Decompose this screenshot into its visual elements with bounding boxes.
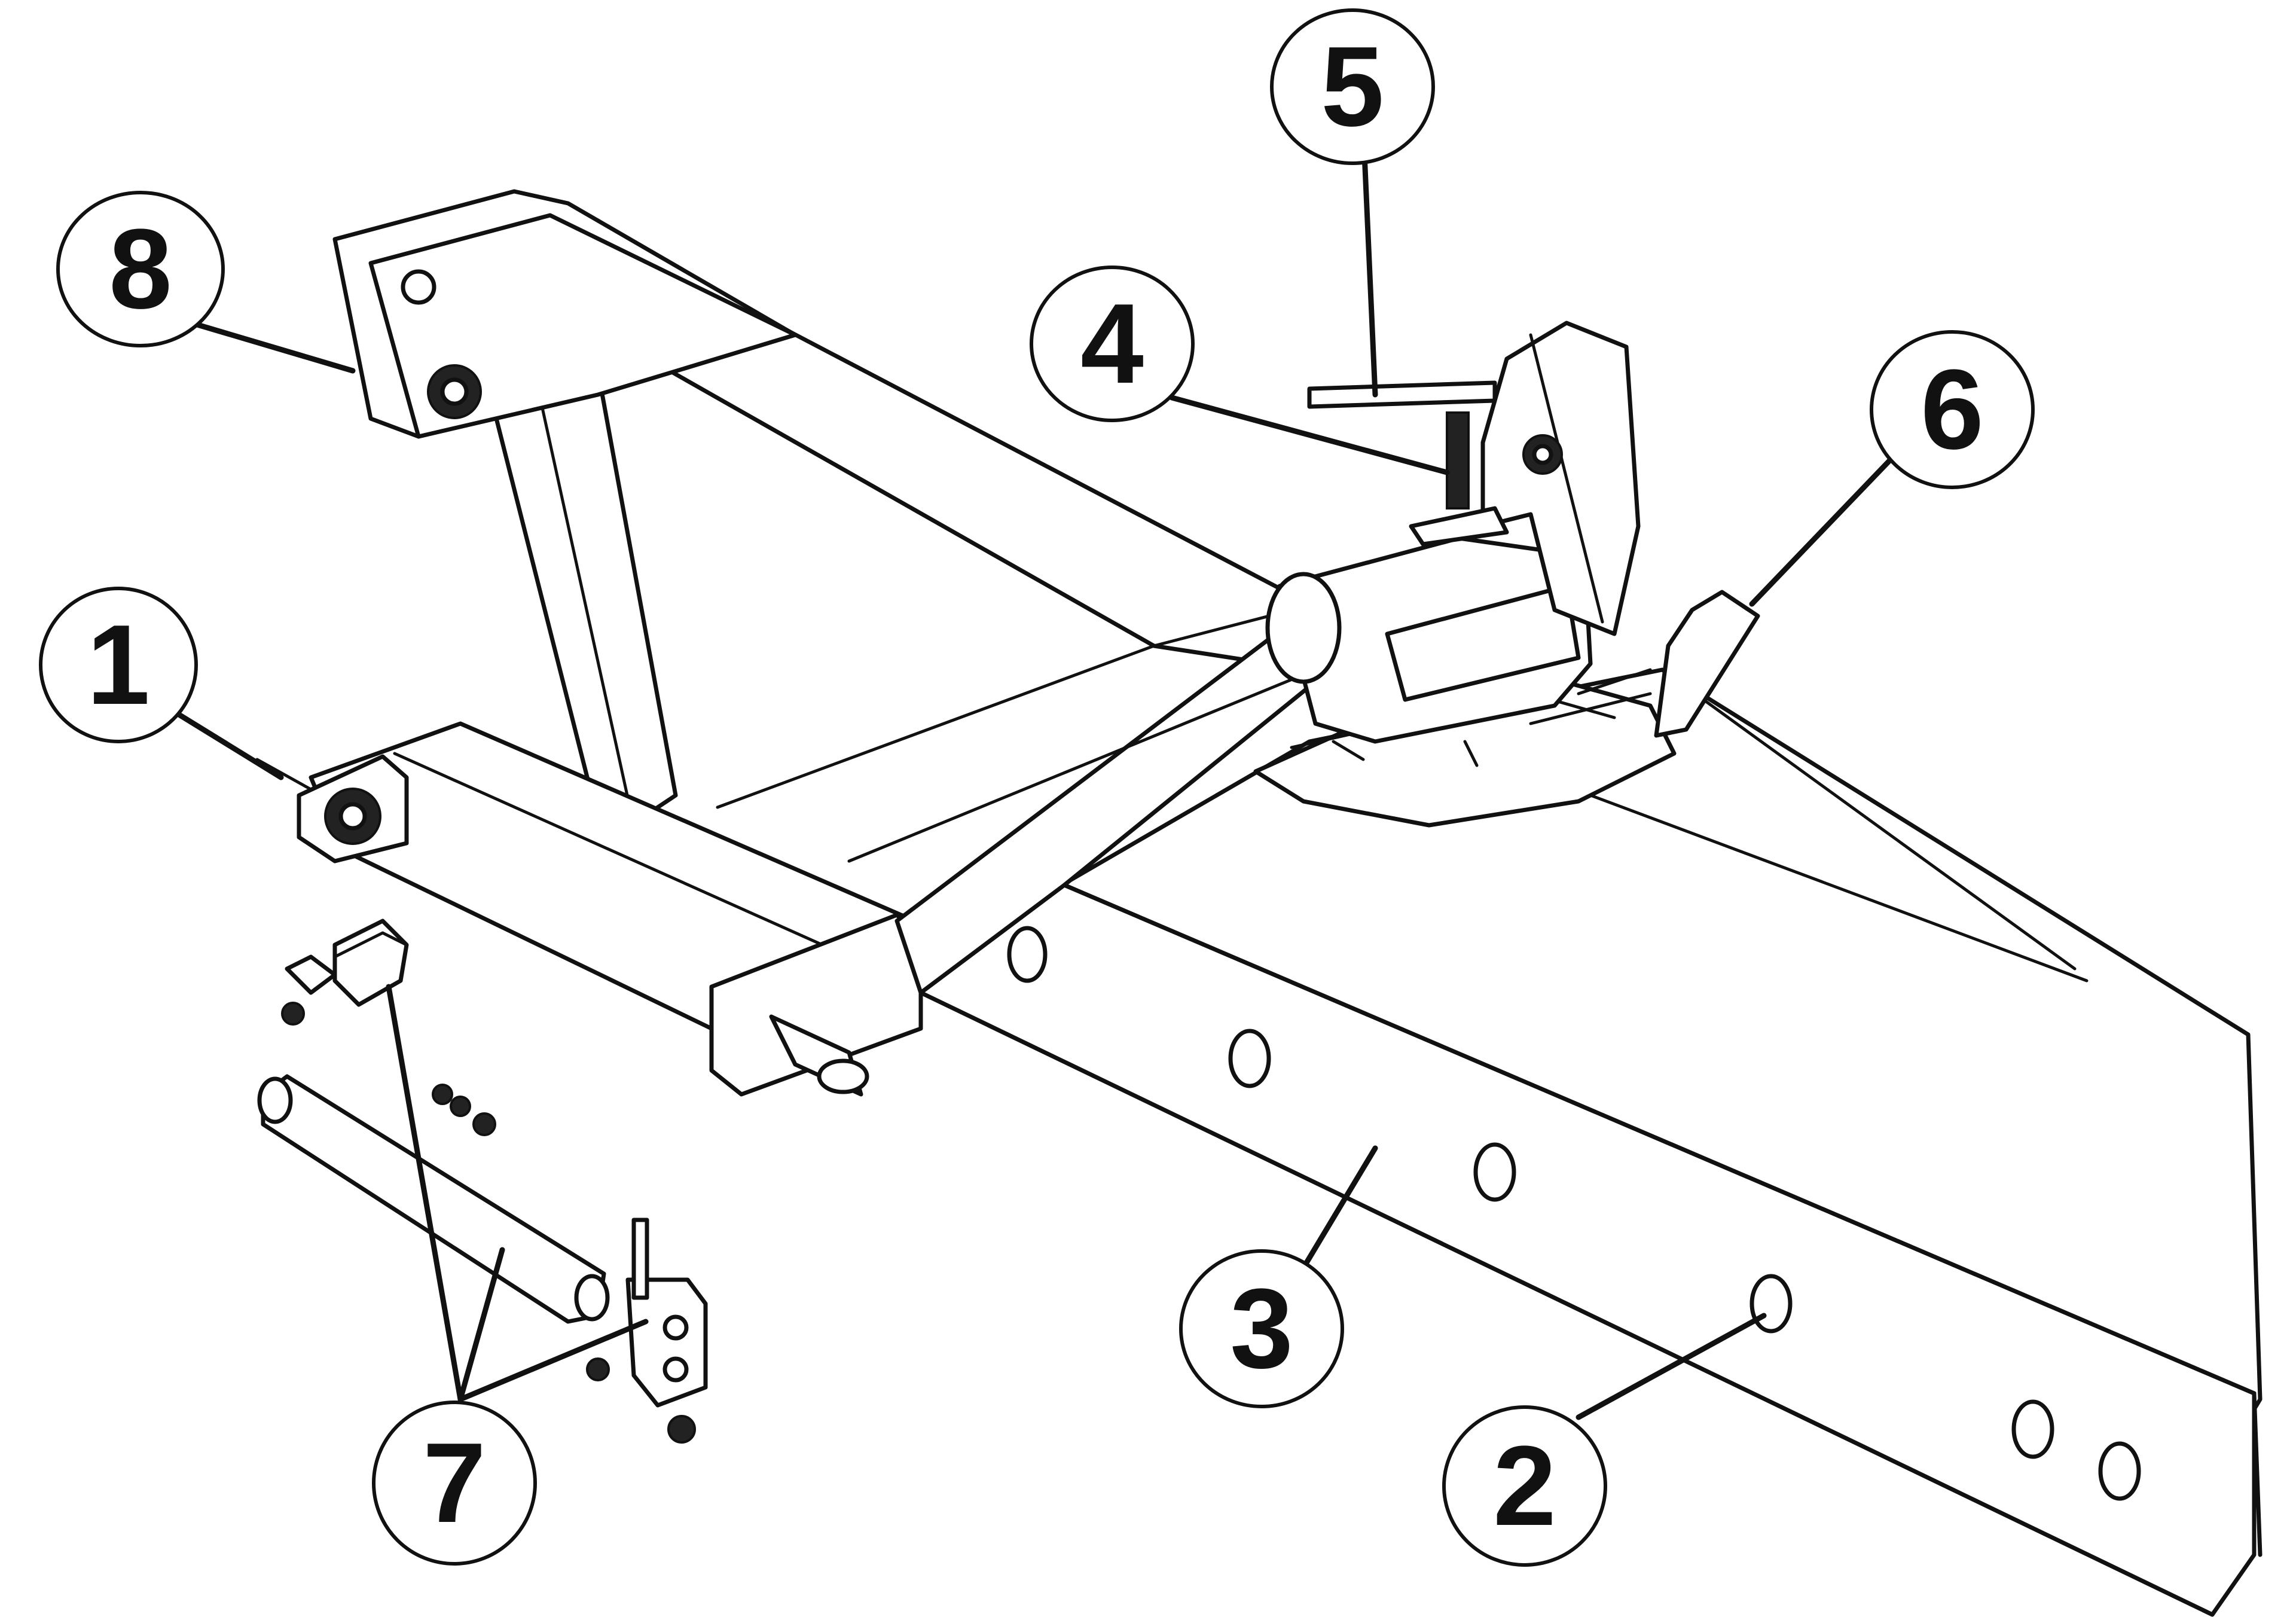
- callout-8: 8: [56, 191, 225, 347]
- callout-6-label: 6: [1921, 346, 1984, 473]
- spring-pin: [1446, 411, 1470, 509]
- blade-hole: [1750, 1274, 1793, 1334]
- leader-lines: [161, 151, 1898, 1420]
- leader-2: [1576, 1313, 1767, 1420]
- callout-3: 3: [1179, 1249, 1344, 1408]
- leader-8: [188, 320, 356, 374]
- callout-7: 7: [372, 1401, 537, 1566]
- leader-7c: [457, 1319, 649, 1402]
- leader-1-pin: [255, 758, 313, 791]
- callout-4: 4: [1030, 266, 1195, 422]
- callout-7-label: 7: [423, 1420, 486, 1546]
- blade-hole: [1007, 926, 1048, 983]
- skid-shoe: [1654, 590, 1760, 738]
- leader-7a: [386, 984, 463, 1402]
- a-frame: [297, 189, 1318, 1097]
- callout-2-label: 2: [1493, 1423, 1556, 1549]
- leader-5: [1361, 151, 1378, 398]
- leader-7b: [457, 1247, 505, 1402]
- blade: [894, 667, 2263, 1617]
- callout-8-label: 8: [109, 206, 172, 332]
- callout-1-label: 1: [87, 602, 150, 728]
- callout-5: 5: [1270, 8, 1435, 165]
- leader-1: [161, 703, 284, 780]
- callout-5-label: 5: [1321, 23, 1384, 150]
- hardware-kit: [257, 919, 708, 1444]
- callout-3-label: 3: [1230, 1265, 1293, 1392]
- leader-6: [1749, 451, 1898, 607]
- callout-1: 1: [39, 587, 198, 743]
- callout-2: 2: [1442, 1405, 1607, 1567]
- blade-hole: [1473, 1142, 1516, 1202]
- pivot-assembly: [1253, 321, 1677, 828]
- blade-hole: [2011, 1399, 2054, 1459]
- leader-4: [1169, 395, 1450, 475]
- blade-hole: [1228, 1029, 1271, 1088]
- callout-4-label: 4: [1080, 280, 1144, 407]
- leader-3: [1300, 1145, 1378, 1271]
- top-pin-hole: [401, 269, 436, 305]
- blade-hole: [2098, 1441, 2141, 1501]
- callout-6: 6: [1870, 330, 2035, 489]
